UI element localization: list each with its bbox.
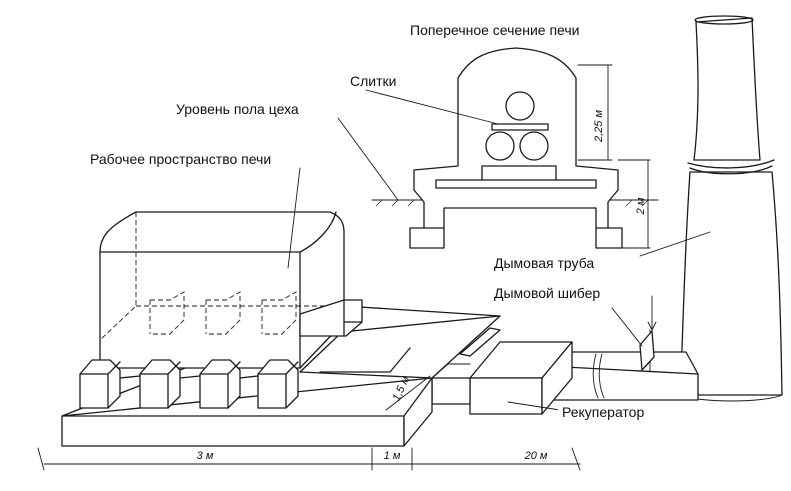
chimney xyxy=(679,15,783,402)
floor-level-label: Уровень пола цеха xyxy=(176,101,299,117)
cross-section xyxy=(371,47,659,249)
cross-section-label: Поперечное сечение печи xyxy=(410,22,579,38)
ingots-label: Слитки xyxy=(350,73,396,89)
length-3-dimension: 3 м xyxy=(197,450,214,462)
furnace-chamber xyxy=(99,211,363,369)
chimney-label: Дымовая труба xyxy=(494,255,594,271)
recuperator-label: Рекуператор xyxy=(562,404,644,420)
text-labels: Поперечное сечение печи Слитки Уровень п… xyxy=(90,22,664,462)
leader-lines xyxy=(287,89,711,411)
height-top-dimension: 2,25 м xyxy=(593,110,605,143)
support-blocks xyxy=(79,359,299,409)
dimension-lines xyxy=(37,375,581,471)
damper xyxy=(639,295,657,371)
length-1-dimension: 1 м xyxy=(384,450,401,462)
damper-label: Дымовой шибер xyxy=(494,285,600,301)
length-20-dimension: 20 м xyxy=(524,450,548,462)
height-bottom-dimension: 2 м xyxy=(635,197,647,215)
working-space-label: Рабочее пространство печи xyxy=(90,151,271,167)
recuperator xyxy=(469,341,573,415)
